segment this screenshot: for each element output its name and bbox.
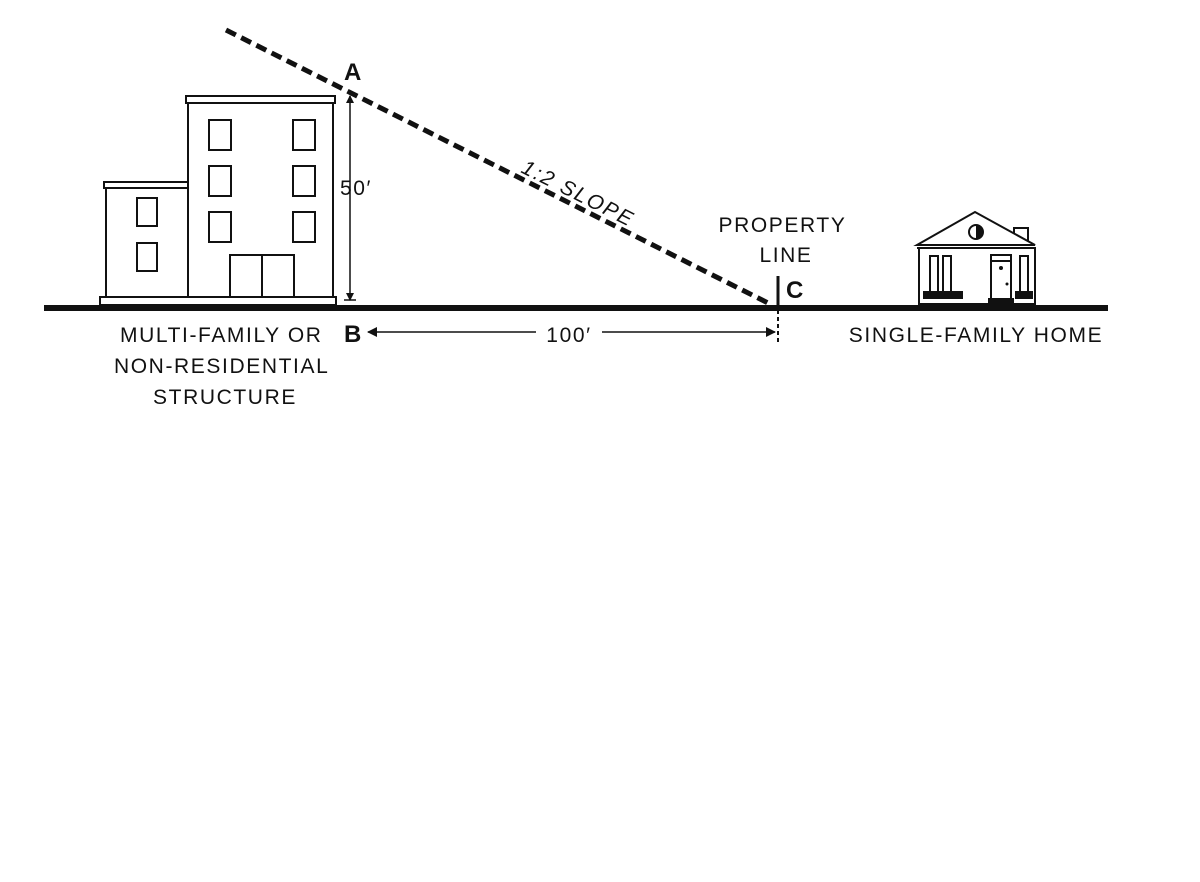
left-building-label: MULTI-FAMILY OR NON-RESIDENTIAL STRUCTUR…: [114, 324, 336, 409]
point-c-label: C: [786, 277, 803, 304]
point-b-label: B: [344, 321, 361, 348]
multi-family-building: [99, 95, 337, 306]
distance-label: 100′: [546, 324, 591, 347]
property-line-label: PROPERTY LINE: [719, 214, 854, 267]
slope-label: 1:2 SLOPE: [518, 156, 638, 232]
point-a-label: A: [344, 59, 361, 86]
height-label: 50′: [340, 177, 372, 200]
right-building-label: SINGLE-FAMILY HOME: [849, 324, 1103, 347]
single-family-home: [913, 210, 1036, 305]
